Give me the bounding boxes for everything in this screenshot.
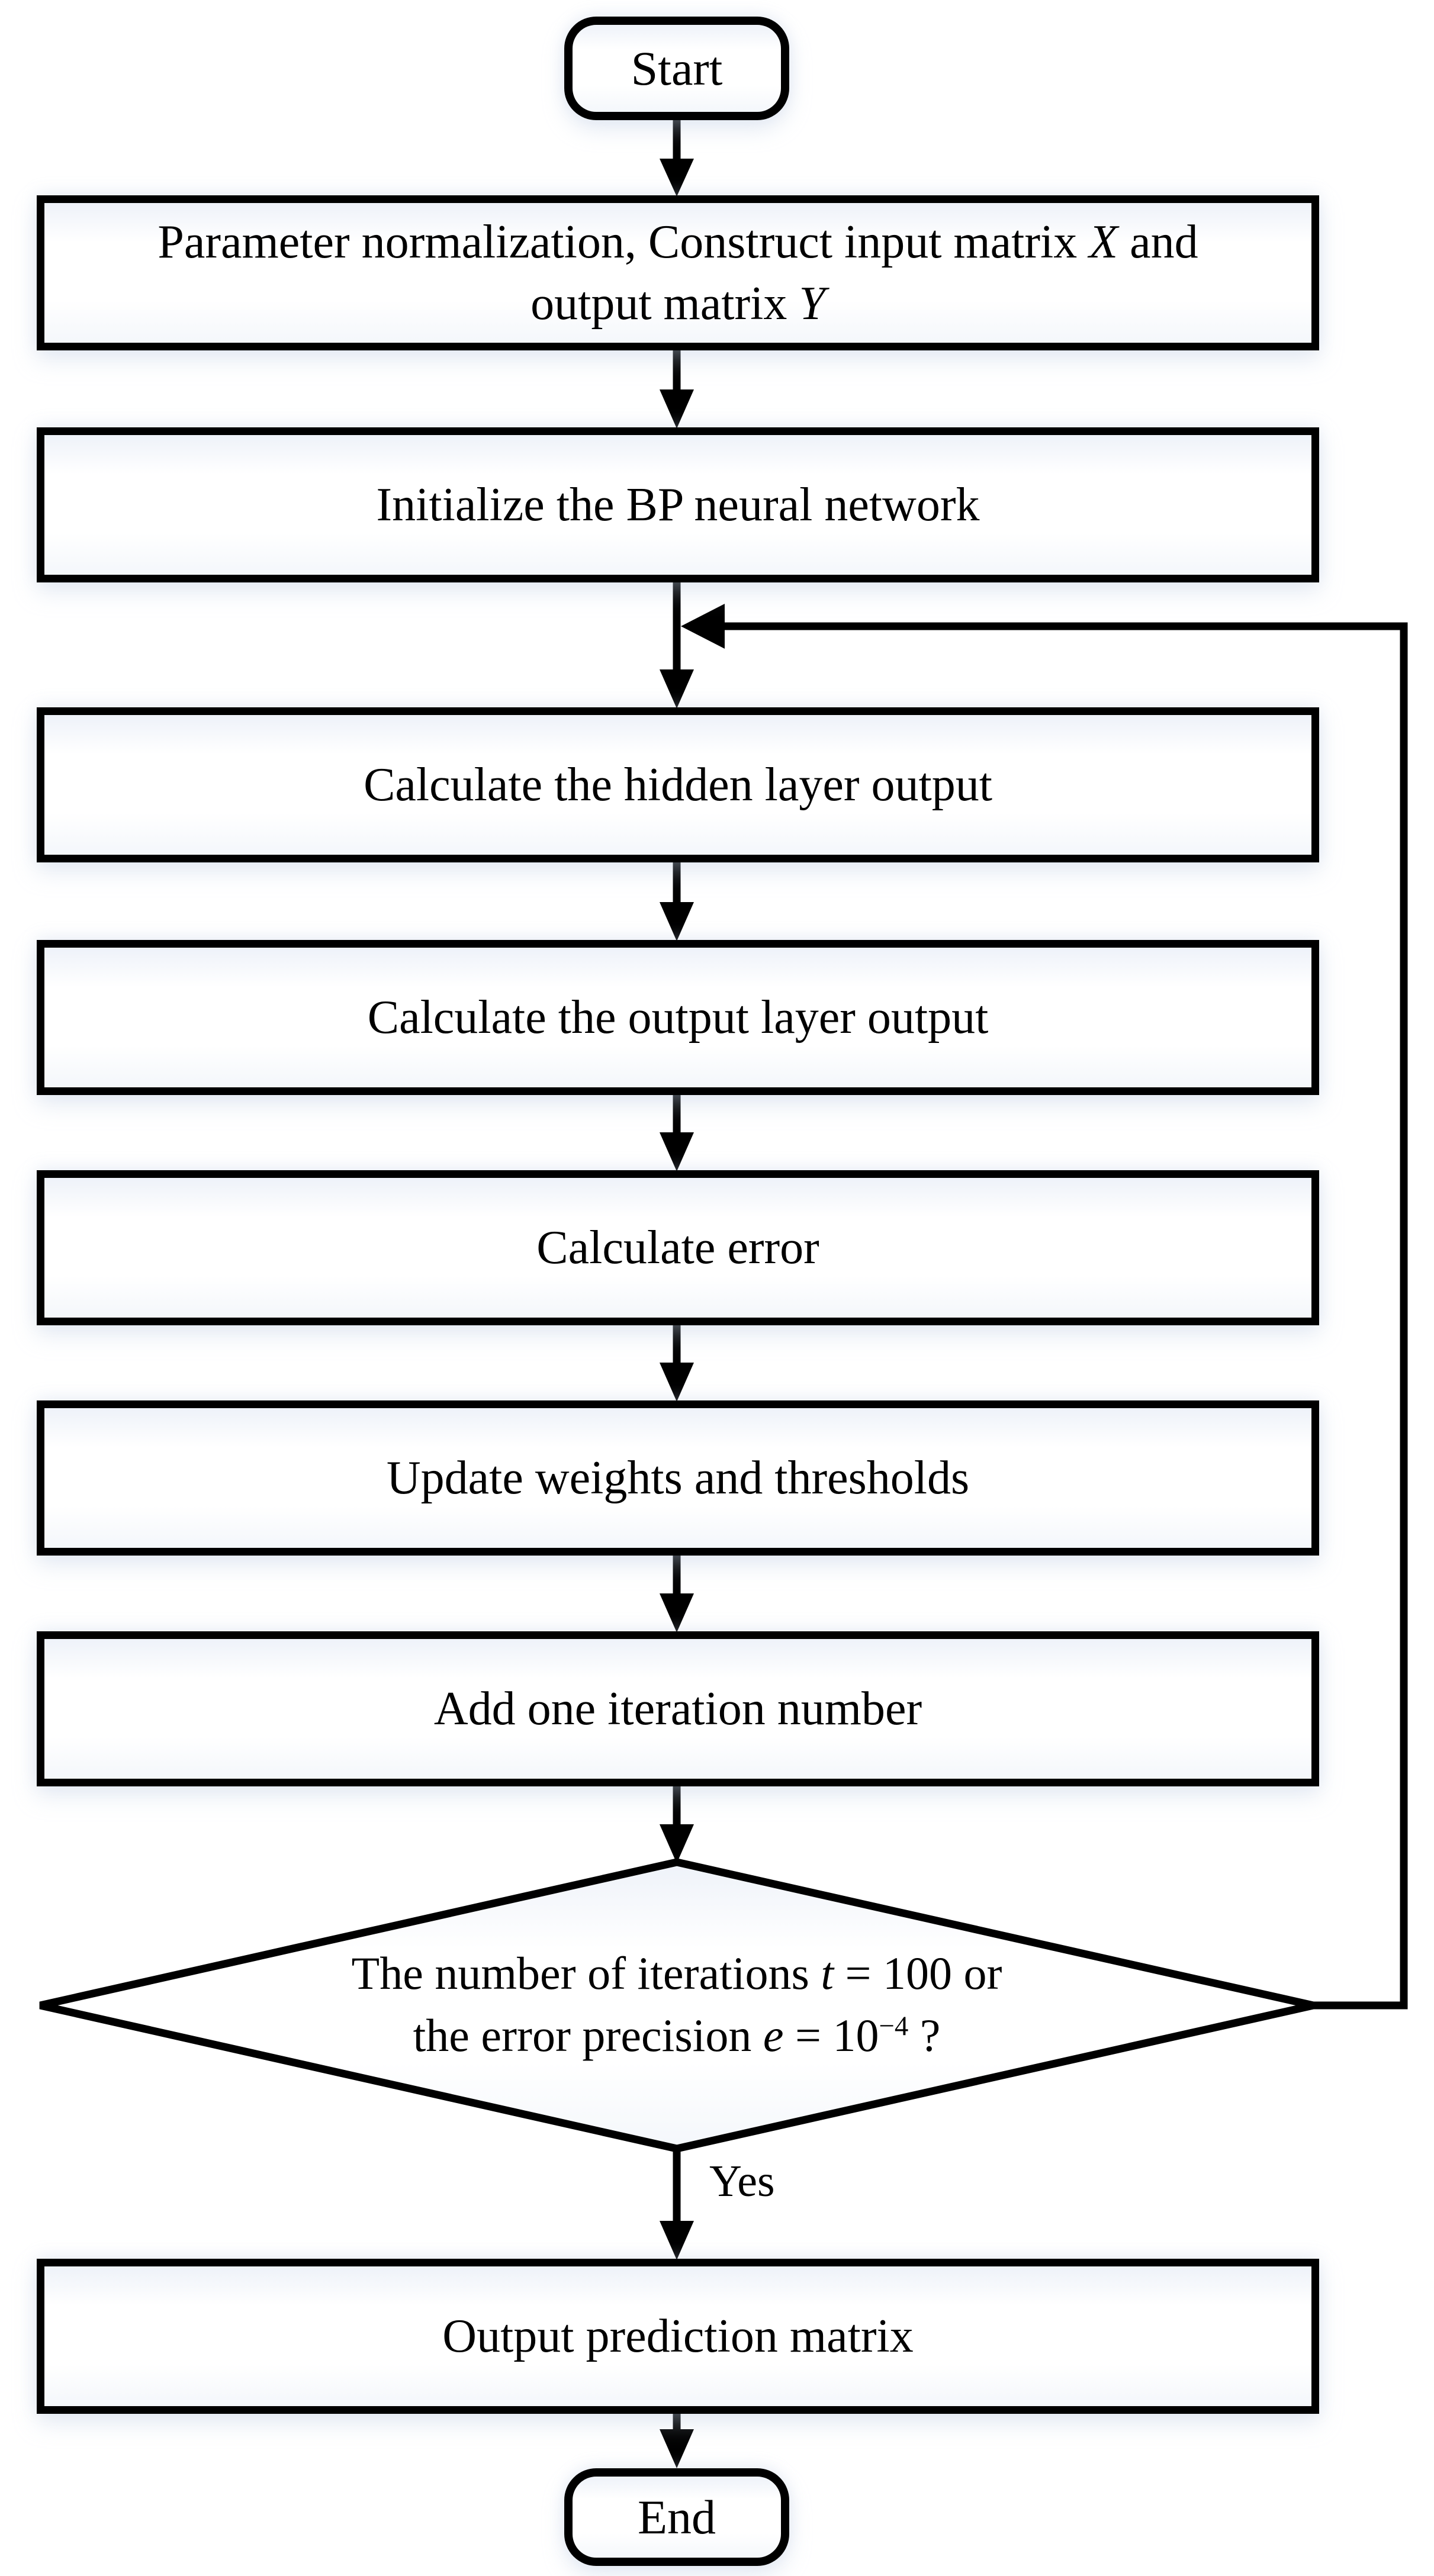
arrowhead-down-icon bbox=[660, 2221, 694, 2260]
arrowhead-down-icon bbox=[660, 2429, 694, 2468]
arrow-normalize-to-initialize bbox=[660, 346, 694, 429]
arrowhead-down-icon bbox=[660, 389, 694, 429]
process-label: Calculate the hidden layer output bbox=[364, 759, 992, 811]
arrow-outputlayer-to-error bbox=[660, 1090, 694, 1171]
arrowhead-left-icon bbox=[681, 604, 725, 649]
arrowhead-down-icon bbox=[660, 1824, 694, 1863]
arrow-iteration-to-decision bbox=[660, 1781, 694, 1863]
process-initialize-network: Initialize the BP neural network bbox=[37, 427, 1319, 582]
process-update-weights: Update weights and thresholds bbox=[37, 1400, 1319, 1556]
arrowhead-down-icon bbox=[660, 669, 694, 709]
start-label: Start bbox=[631, 41, 723, 95]
start-terminal: Start bbox=[564, 17, 789, 120]
arrow-error-to-update bbox=[660, 1320, 694, 1402]
end-terminal: End bbox=[564, 2468, 789, 2566]
process-label: Calculate the output layer output bbox=[367, 991, 989, 1044]
end-label: End bbox=[637, 2490, 716, 2544]
arrowhead-down-icon bbox=[660, 1363, 694, 1402]
arrow-update-to-iteration bbox=[660, 1550, 694, 1632]
arrow-outputmatrix-to-end bbox=[660, 2408, 694, 2468]
arrowhead-down-icon bbox=[660, 159, 694, 197]
process-output-layer-output: Calculate the output layer output bbox=[37, 940, 1319, 1095]
arrow-hidden-to-outputlayer bbox=[660, 858, 694, 941]
yes-edge-label: Yes bbox=[709, 2156, 775, 2206]
process-calculate-error: Calculate error bbox=[37, 1170, 1319, 1325]
process-output-prediction-matrix: Output prediction matrix bbox=[37, 2259, 1319, 2414]
arrow-decision-to-outputmatrix bbox=[660, 2147, 694, 2260]
arrowhead-down-icon bbox=[660, 1132, 694, 1171]
process-label: Parameter normalization, Construct input… bbox=[157, 216, 1198, 330]
loop-edge-decision-to-hidden bbox=[681, 604, 1408, 2010]
process-label: Update weights and thresholds bbox=[386, 1452, 970, 1504]
arrowhead-down-icon bbox=[660, 1593, 694, 1632]
process-add-iteration: Add one iteration number bbox=[37, 1631, 1319, 1786]
arrowhead-down-icon bbox=[660, 902, 694, 941]
process-label: Add one iteration number bbox=[433, 1683, 922, 1735]
arrow-initialize-to-hidden bbox=[660, 577, 694, 709]
process-parameter-normalization: Parameter normalization, Construct input… bbox=[37, 195, 1319, 350]
process-label: Calculate error bbox=[536, 1222, 819, 1274]
process-label: Initialize the BP neural network bbox=[376, 479, 980, 531]
process-hidden-layer-output: Calculate the hidden layer output bbox=[37, 707, 1319, 862]
arrow-start-to-normalize bbox=[660, 116, 694, 197]
process-label: Output prediction matrix bbox=[442, 2310, 914, 2362]
